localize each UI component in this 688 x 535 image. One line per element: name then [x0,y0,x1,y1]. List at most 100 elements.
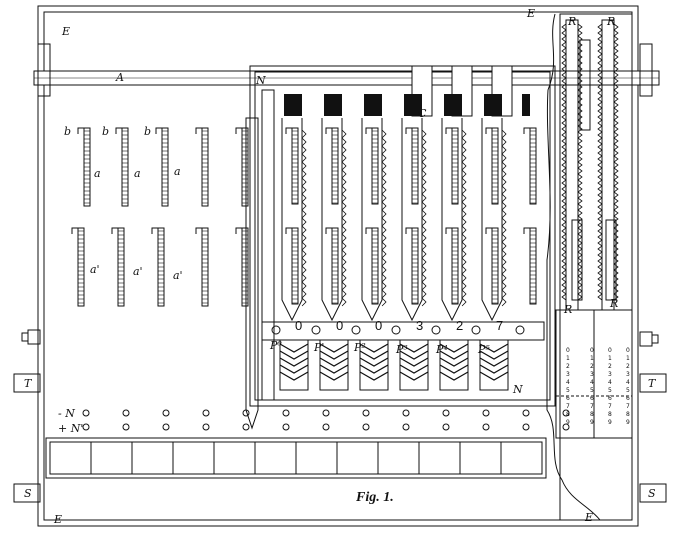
dial-digit: 5 [626,387,630,394]
chevron-5 [439,350,469,360]
dial-digit: 4 [590,379,594,386]
label-p2: P² [354,341,366,354]
label-b-1: b [64,125,72,138]
dial-digit: 8 [626,411,630,418]
dial-digit: 1 [590,355,594,362]
stud-plus-n [442,423,450,431]
s-block-left [13,483,41,503]
slide-bar-2 [321,118,343,322]
right-slot-3 [605,219,617,301]
label-r-mid-left: R [564,303,573,316]
dial-digit: 0 [626,347,630,354]
serration-1 [301,129,307,307]
gear-rack-1 [565,19,579,311]
stud-minus-n [362,409,370,417]
drum-7 [522,94,530,116]
stud-plus-n [322,423,330,431]
chevron-5 [439,343,469,353]
dial-digit: 7 [608,403,612,410]
t-block-left [13,373,41,393]
stud-minus-n [402,409,410,417]
label-n-top: N [256,74,266,87]
chevron-5 [439,357,469,367]
register-hole-1 [271,325,281,335]
drum-4 [404,94,422,116]
label-r-mid-right: R [610,297,619,310]
slide-bar-5 [441,118,463,322]
stud-plus-n [82,423,90,431]
dial-digit: 6 [608,395,612,402]
dial-digit: 1 [608,355,612,362]
right-slot-1 [579,39,591,131]
label-p5: P⁵ [478,343,490,356]
dial-digit: 1 [626,355,630,362]
label-minus-n: - N [58,407,75,420]
drum-3 [364,94,382,116]
label-r-top-right: R [607,15,616,28]
gear-rack-2 [601,19,615,311]
stud-minus-n [522,409,530,417]
stud-plus-n [522,423,530,431]
label-e-top-left: E [62,25,71,38]
bar-rack-top-2 [331,127,339,205]
bar-rack-bottom-4 [411,227,419,305]
label-s-left: S [24,487,32,500]
label-p1: P' [314,341,325,354]
chevron-6 [479,343,509,353]
slide-bar-1 [281,118,303,322]
dial-digit: 1 [566,355,570,362]
label-p0: P⁰ [270,339,282,352]
chevron-6 [479,364,509,374]
chevron-6 [479,357,509,367]
t-block-right [639,373,667,393]
register-hole-5 [431,325,441,335]
dial-digit: 3 [626,371,630,378]
dial-digit: 3 [590,371,594,378]
dial-digit: 5 [608,387,612,394]
label-t-left: T [24,377,32,390]
chevron-4 [399,371,429,381]
serration-2 [341,129,347,307]
label-b-3: b [144,125,152,138]
register-hole-4 [391,325,401,335]
label-a-2: a [134,167,141,180]
stud-minus-n [322,409,330,417]
chevron-1 [279,350,309,360]
chevron-1 [279,371,309,381]
register-digit-6: 7 [496,318,504,333]
register-hole-2 [311,325,321,335]
chevron-6 [479,371,509,381]
s-block-right [639,483,667,503]
dial-digit: 6 [626,395,630,402]
dial-digit: 8 [608,411,612,418]
right-slot-2 [571,219,583,301]
serration-4 [421,129,427,307]
stud-plus-n [242,423,250,431]
label-a-3: a [174,165,181,178]
label-a-prime-2: a' [133,265,143,278]
gear-teeth-right-1 [577,23,583,301]
chevron-1 [279,357,309,367]
bar-rack-bottom-6 [491,227,499,305]
chevron-4 [399,357,429,367]
stud-minus-n [242,409,250,417]
stud-plus-n [482,423,490,431]
gear-teeth-right-2 [613,23,619,301]
chevron-2 [319,343,349,353]
label-r-top-left: R [568,15,577,28]
dial-digit: 8 [590,411,594,418]
dial-digit: 3 [566,371,570,378]
dial-digit: 2 [590,363,594,370]
dial-digit: 2 [626,363,630,370]
label-a-1: a [94,167,101,180]
stud-minus-n [122,409,130,417]
stud-minus-n [282,409,290,417]
gear-teeth-left-1 [561,23,567,301]
stud-minus-n [442,409,450,417]
register-hole-3 [351,325,361,335]
drum-2 [324,94,342,116]
stud-minus-n [562,409,570,417]
stud-minus-n [82,409,90,417]
bar-rack-top-6 [491,127,499,205]
bar-rack-bottom-7 [529,227,537,305]
